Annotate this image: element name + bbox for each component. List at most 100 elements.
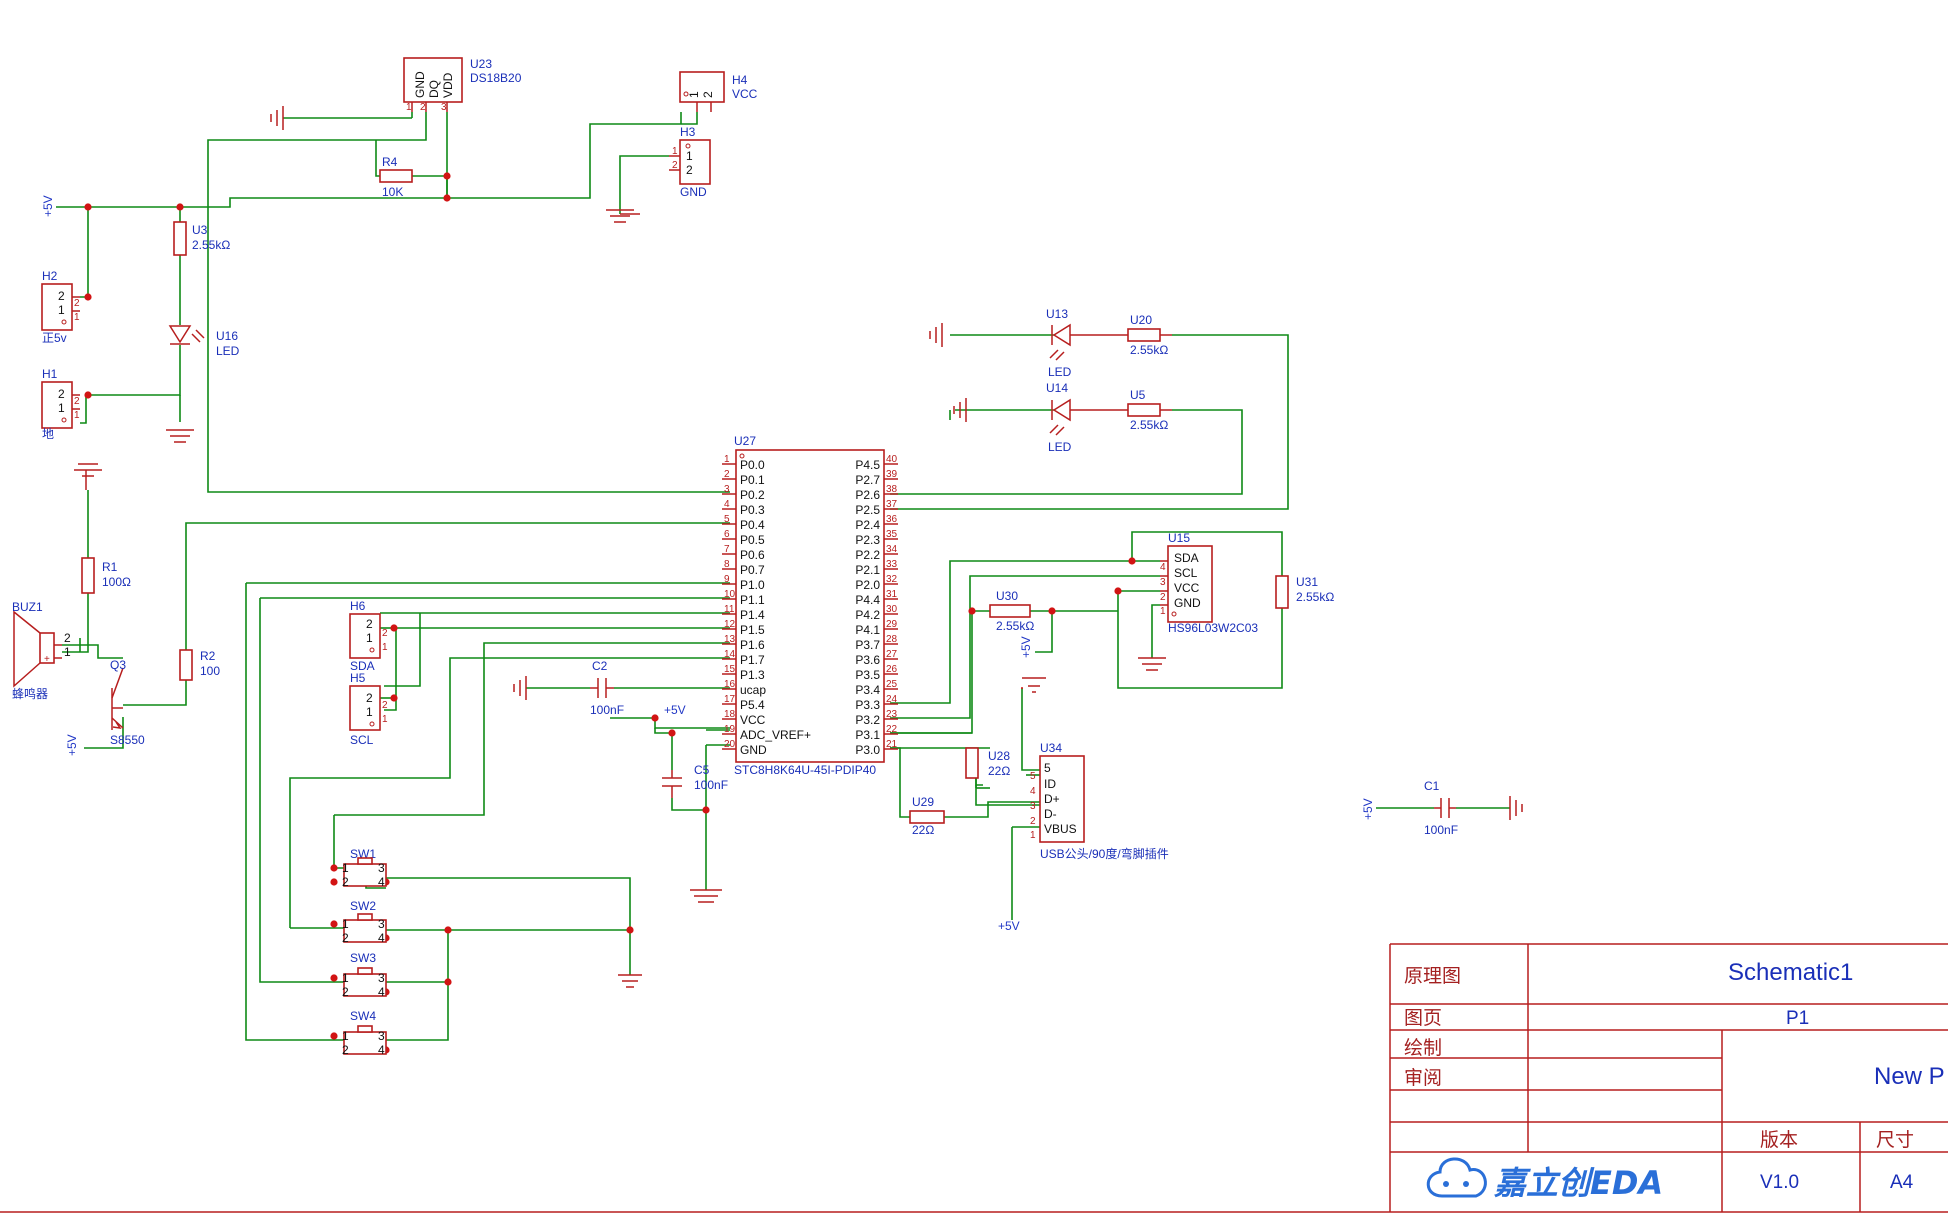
capacitor-c1[interactable]: C1 100nF (1424, 779, 1458, 837)
h2-ref: H2 (42, 269, 58, 283)
mcu-left-pin-name: ucap (740, 683, 766, 697)
mcu-value: STC8H8K64U-45I-PDIP40 (734, 763, 876, 777)
switch-actuator (357, 857, 373, 865)
h1-value: 地 (42, 427, 54, 441)
switch-pin-number: 3 (378, 1029, 385, 1043)
svg-text:4: 4 (1030, 786, 1036, 797)
header-h5[interactable]: 2 1 2 1 H5 SCL (349, 671, 388, 747)
r2-ref: R2 (200, 649, 216, 663)
svg-text:2: 2 (382, 628, 388, 639)
svg-text:1: 1 (687, 91, 701, 98)
h4-value: VCC (732, 87, 758, 101)
svg-text:1: 1 (686, 149, 693, 163)
led-u13[interactable]: U13 LED (1046, 307, 1072, 379)
led-u14[interactable]: U14 LED (1046, 381, 1072, 454)
switch-pin-number: 1 (342, 971, 349, 985)
tb-project-name: New P (1874, 1063, 1945, 1090)
mcu-left-pin-name: P0.5 (740, 533, 765, 547)
mcu-right-pin-number: 25 (886, 679, 898, 690)
h1-ref: H1 (42, 367, 58, 381)
mcu-left-pin-number: 6 (724, 529, 730, 540)
svg-text:1: 1 (382, 642, 388, 653)
mcu-left-pin-number: 9 (724, 574, 730, 585)
mcu-ref: U27 (734, 434, 756, 448)
mcu-left-pin-number: 15 (724, 664, 736, 675)
svg-text:2: 2 (701, 91, 715, 98)
svg-text:3: 3 (1160, 577, 1166, 588)
resistor-u20[interactable]: U20 2.55kΩ (1070, 313, 1172, 357)
title-block: 原理图 Schematic1 图页 P1 绘制 审阅 New P 版本 尺寸 V… (1389, 943, 1948, 1213)
switch-actuator (357, 967, 373, 975)
capacitor-c2[interactable]: C2 100nF (590, 659, 624, 717)
tb-size-value: A4 (1890, 1172, 1914, 1193)
transistor-q3[interactable]: Q3 S8550 (110, 658, 145, 747)
u28-ref: U28 (988, 749, 1010, 763)
u16-value: LED (216, 344, 240, 358)
usb-u34[interactable]: 5 ID D+ D- VBUS 5 4 3 2 1 U34 USB公头/90度/… (1030, 741, 1169, 861)
svg-text:1: 1 (672, 146, 678, 157)
mcu-left-pin-name: P0.0 (740, 458, 765, 472)
svg-text:2: 2 (74, 396, 80, 407)
resistor-u3[interactable]: U3 2.55kΩ (173, 221, 230, 256)
header-h6[interactable]: 2 1 2 1 H6 SDA (349, 599, 388, 673)
switch-pin-number: 1 (342, 861, 349, 875)
sw3-ref: SW3 (350, 951, 376, 965)
header-h1[interactable]: 2 1 2 1 H1 地 (41, 367, 80, 441)
u30-value: 2.55kΩ (996, 619, 1034, 633)
mcu-left-pin-number: 12 (724, 619, 736, 630)
capacitor-c5[interactable]: C5 100nF (662, 763, 728, 798)
svg-text:2: 2 (686, 163, 693, 177)
mcu-left-pin-number: 1 (724, 454, 730, 465)
u29-value: 22Ω (912, 823, 934, 837)
mcu-right-pin-number: 22 (886, 724, 898, 735)
svg-text:+: + (44, 654, 50, 665)
u5-ref: U5 (1130, 388, 1146, 402)
switch-actuator (357, 1025, 373, 1033)
ds18b20-u23[interactable]: GND DQ VDD 1 2 3 U23 DS18B20 (403, 57, 522, 113)
header-h2[interactable]: 2 1 2 1 H2 正5v (41, 269, 80, 345)
mcu-right-pin-number: 39 (886, 469, 898, 480)
led-u16[interactable]: U16 LED (168, 325, 240, 358)
tb-size-label: 尺寸 (1876, 1129, 1914, 1151)
svg-text:2: 2 (366, 617, 373, 631)
resistor-u31[interactable]: U31 2.55kΩ (1275, 575, 1334, 609)
resistor-u30[interactable]: U30 2.55kΩ (989, 589, 1034, 633)
tb-schematic-label: 原理图 (1404, 965, 1461, 987)
u23-ref: U23 (470, 57, 492, 71)
switch-pin-number: 1 (342, 1029, 349, 1043)
mcu-right-pin-name: P3.1 (855, 728, 880, 742)
resistor-u28[interactable]: U28 22Ω (965, 747, 1010, 779)
oled-u15[interactable]: SDA SCL VCC GND 4 3 2 1 U15 HS96L03W2C03 (1160, 531, 1258, 635)
mcu-left-pin-name: P1.6 (740, 638, 765, 652)
mcu-left-pin-number: 8 (724, 559, 730, 570)
mcu-right-pin-number: 31 (886, 589, 898, 600)
buzzer-buz1[interactable]: + 2 1 BUZ1 蜂鸣器 (12, 600, 71, 701)
mcu-left-pin-number: 5 (724, 514, 730, 525)
resistor-u29[interactable]: U29 22Ω (909, 795, 945, 837)
mcu-right-pin-number: 36 (886, 514, 898, 525)
resistor-r4[interactable]: R4 10K (379, 155, 413, 199)
tb-review-label: 审阅 (1404, 1067, 1442, 1089)
tb-version-value: V1.0 (1760, 1172, 1799, 1193)
resistor-u5[interactable]: U5 2.55kΩ (1070, 388, 1172, 432)
mcu-left-pin-name: GND (740, 743, 767, 757)
mcu-right-pin-number: 24 (886, 694, 898, 705)
mcu-left-pin-name: P0.1 (740, 473, 765, 487)
svg-text:2: 2 (74, 298, 80, 309)
svg-text:3: 3 (1030, 801, 1036, 812)
resistor-r1[interactable]: R1 100Ω (81, 557, 131, 594)
mcu-right-pin-name: P4.1 (855, 623, 880, 637)
u15-ref: U15 (1168, 531, 1190, 545)
cloud-icon (1426, 1157, 1487, 1198)
header-h4[interactable]: 1 2 H4 VCC (679, 71, 758, 112)
svg-text:3: 3 (441, 102, 447, 113)
buz1-ref: BUZ1 (12, 600, 43, 614)
header-h3[interactable]: 1 2 1 2 H3 GND (669, 125, 711, 199)
resistor-r2[interactable]: R2 100 (179, 649, 220, 681)
